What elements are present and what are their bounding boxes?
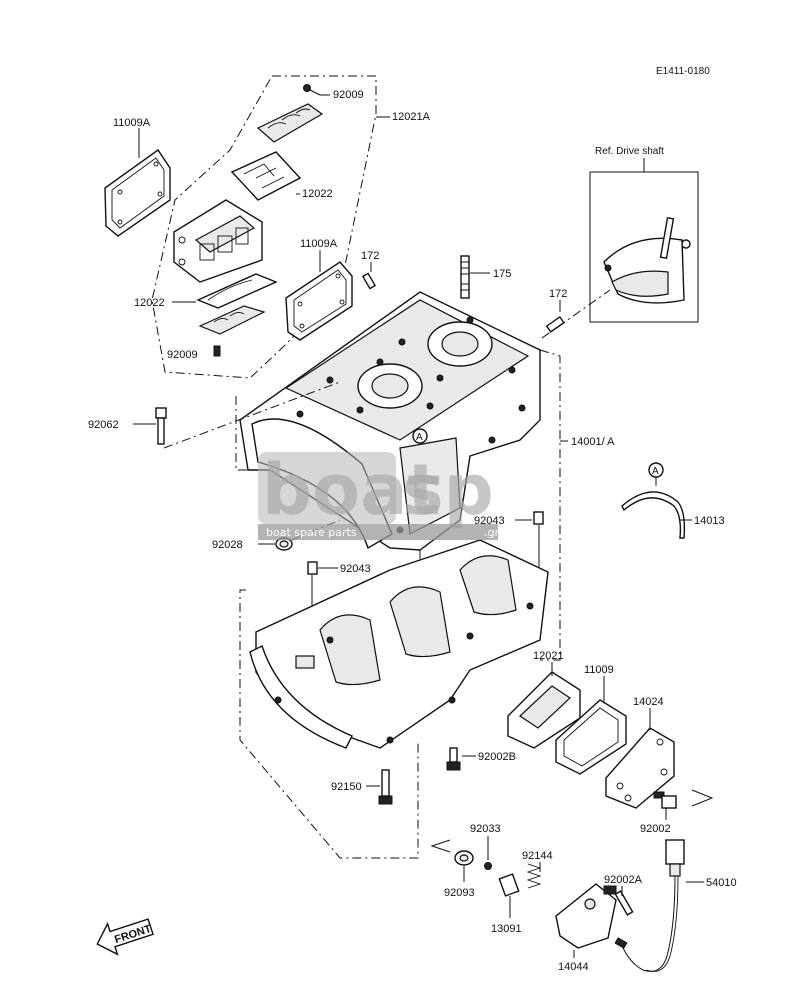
reed-group-outline	[151, 75, 377, 379]
label-92093: 92093	[444, 887, 475, 899]
watermark-suffix: .gr	[484, 526, 499, 539]
watermark-logo: boat sp boat spare parts .gr	[258, 449, 499, 540]
label-92002a: 92002A	[604, 874, 643, 886]
screw-92009-top	[303, 84, 321, 96]
marker-a-case: A	[416, 432, 423, 443]
front-direction-arrow: FRONT	[96, 918, 154, 956]
dowel-pin-172-right	[545, 315, 565, 333]
pin-92043-left	[307, 561, 318, 575]
drive-shaft-cover	[603, 216, 691, 304]
label-11009a-mid: 11009A	[300, 238, 338, 250]
ball-92033	[484, 862, 492, 870]
label-92009-top: 92009	[333, 89, 364, 101]
label-92002b: 92002B	[478, 751, 516, 763]
gasket-11009a-top	[104, 149, 171, 237]
label-92150: 92150	[331, 781, 362, 793]
drive-shaft-ref-label: Ref. Drive shaft	[595, 146, 664, 157]
bolt-92062	[155, 407, 167, 445]
label-92009-bot: 92009	[167, 349, 198, 361]
screw-92009-bottom	[213, 345, 221, 357]
label-14013: 14013	[694, 515, 725, 527]
reed-petals-12022-upper	[230, 151, 302, 201]
marker-a-ring: A	[652, 466, 659, 477]
label-14044: 14044	[558, 961, 589, 973]
label-92033: 92033	[470, 823, 501, 835]
gasket-11009	[555, 699, 627, 775]
label-12022-bot: 12022	[134, 297, 165, 309]
half-ring-14013	[621, 491, 686, 539]
stud-bolt-175	[460, 255, 470, 299]
label-92043-left: 92043	[340, 563, 371, 575]
label-54010: 54010	[706, 877, 737, 889]
label-92028: 92028	[212, 539, 243, 551]
label-14024: 14024	[633, 696, 664, 708]
bolt-92002	[653, 791, 677, 809]
gasket-11009a-mid	[285, 261, 353, 341]
reed-block	[173, 199, 263, 283]
reed-petals-12022-lower	[196, 273, 278, 309]
reed-stopper-lower	[198, 305, 266, 335]
label-14001a: 14001/ A	[571, 436, 615, 448]
crankcase-lower	[249, 539, 549, 749]
plug-92028	[275, 537, 293, 551]
label-12021a: 12021A	[392, 111, 431, 123]
plunger-13091	[498, 873, 520, 897]
cover-14044	[555, 883, 617, 949]
watermark-tagline: boat spare parts	[266, 526, 357, 539]
seal-92093	[454, 850, 474, 866]
watermark-brand-left: boat	[262, 449, 441, 531]
label-11009a-top: 11009A	[113, 117, 151, 129]
pin-92043-right	[533, 511, 544, 525]
dowel-pin-172-left	[361, 272, 377, 290]
label-12021: 12021	[533, 650, 564, 662]
label-12022-top: 12022	[302, 188, 333, 200]
label-92144: 92144	[522, 850, 553, 862]
label-92002: 92002	[640, 823, 671, 835]
reed-valve-12021	[507, 671, 581, 749]
label-92062: 92062	[88, 419, 119, 431]
cable-54010	[614, 839, 685, 972]
reed-stopper-top	[256, 103, 324, 143]
label-11009: 11009	[584, 664, 614, 676]
watermark-brand-right: sp	[402, 449, 494, 531]
bolt-92002b	[446, 747, 461, 771]
diagram-code: E1411-0180	[656, 66, 710, 77]
bolt-92150	[378, 769, 393, 805]
label-175: 175	[493, 268, 511, 280]
marker-a-circle-case	[412, 428, 428, 444]
label-13091: 13091	[491, 923, 522, 935]
spring-92144	[526, 863, 542, 889]
label-172-right: 172	[549, 288, 567, 300]
bolt-92002a	[603, 885, 634, 916]
label-172-left: 172	[361, 250, 379, 262]
